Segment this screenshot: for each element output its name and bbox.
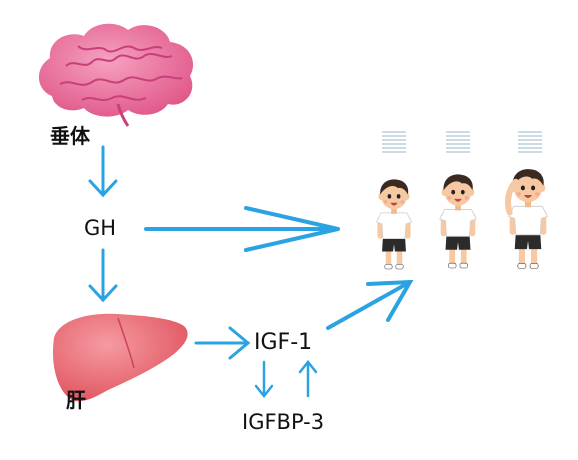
- child-medium: [439, 173, 477, 269]
- arrow-gh-to-children: [144, 206, 340, 252]
- height-marks: [381, 131, 543, 153]
- arrow-igf1-to-igfbp3: [254, 360, 274, 399]
- liver-label: 肝: [66, 388, 86, 412]
- growing-children-icon: [376, 131, 548, 270]
- igfbp3-label: IGFBP-3: [242, 410, 325, 434]
- child-small: [376, 178, 412, 270]
- brain-icon: [38, 23, 194, 127]
- child-tall: [504, 168, 548, 270]
- igf1-label: IGF-1: [254, 330, 313, 355]
- arrow-igf1-to-children: [326, 279, 414, 330]
- pituitary-label: 垂体: [50, 124, 90, 148]
- arrow-igfbp3-to-igf1: [298, 359, 318, 398]
- arrow-liver-to-igf1: [194, 326, 251, 360]
- arrow-gh-to-liver: [88, 248, 118, 303]
- arrow-pituitary-to-gh: [88, 145, 118, 198]
- liver-icon: [52, 313, 188, 402]
- gh-label: GH: [84, 216, 117, 240]
